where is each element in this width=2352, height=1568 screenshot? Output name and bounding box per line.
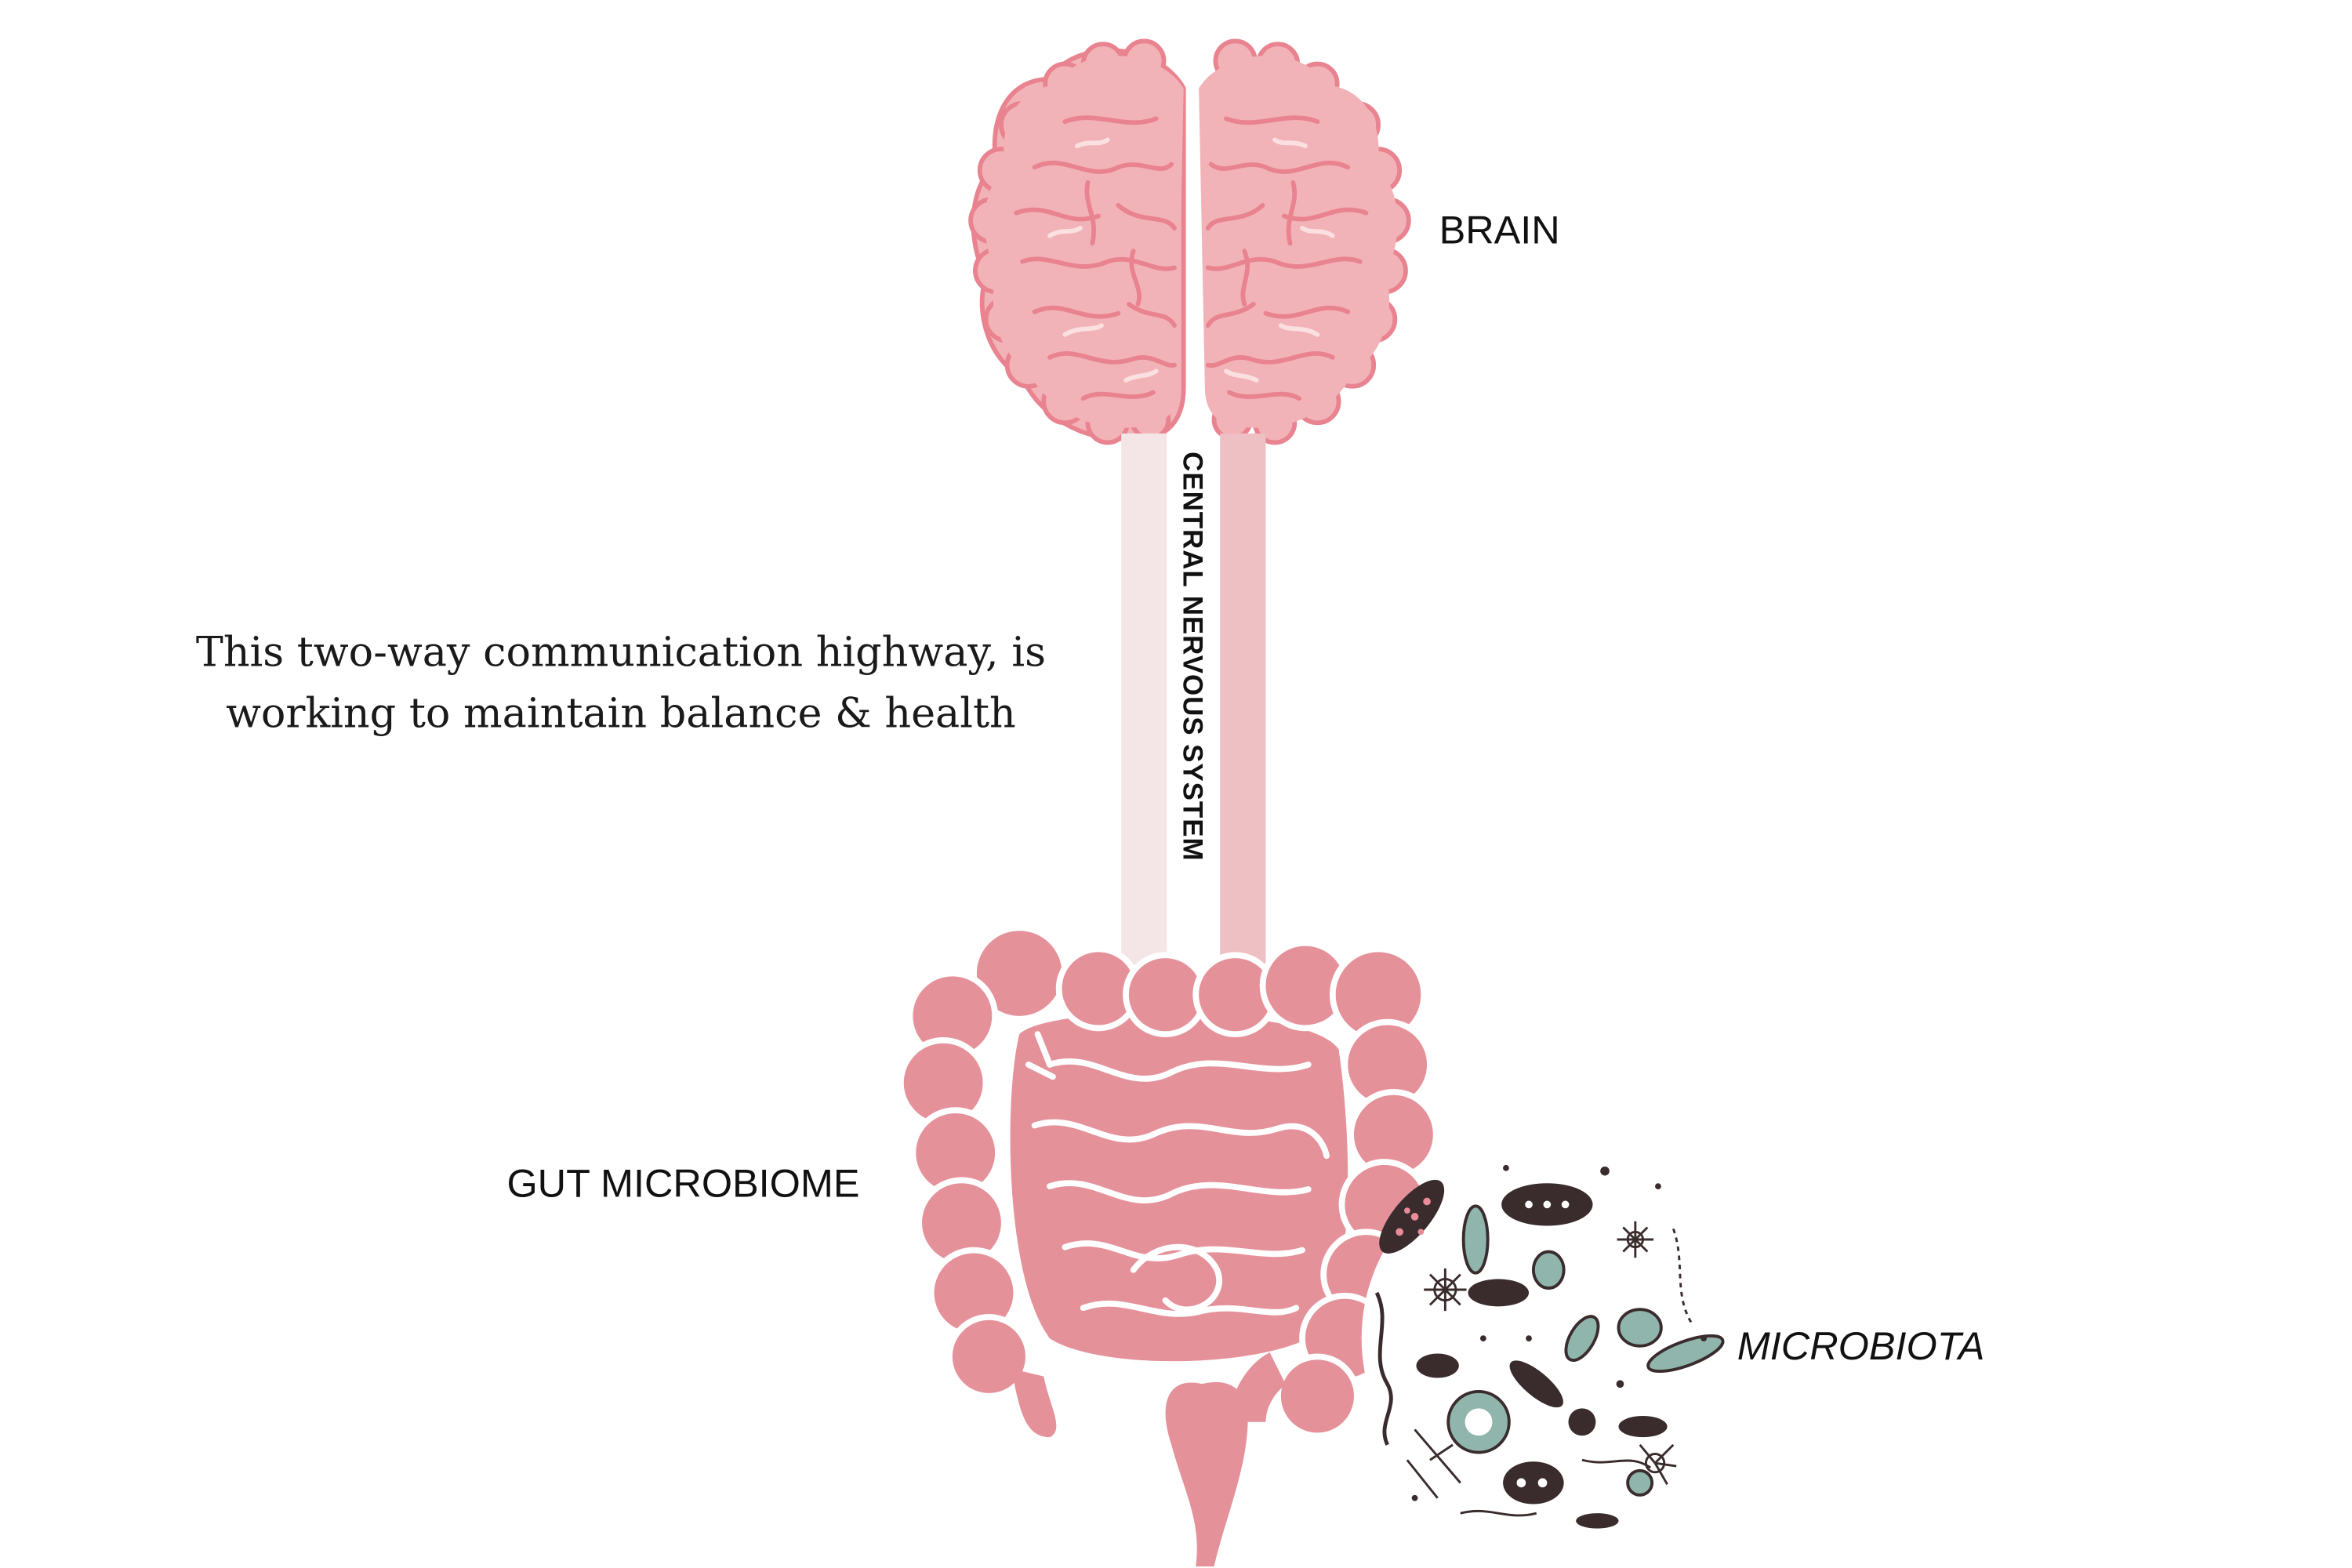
left-hemisphere xyxy=(968,38,1186,445)
central-nervous-system-columns xyxy=(1121,433,1266,982)
gut-illustration xyxy=(898,924,1439,1567)
caption-line-2: working to maintain balance & health xyxy=(226,689,1016,737)
brain-illustration xyxy=(968,38,1411,445)
cns-column-right xyxy=(1220,433,1266,982)
right-hemisphere xyxy=(1199,38,1411,445)
caption-line-1: This two-way communication highway, is xyxy=(196,629,1046,677)
appendix xyxy=(1011,1368,1057,1438)
microbiota-illustration xyxy=(1361,1156,1727,1529)
cns-column-left xyxy=(1121,433,1167,982)
cns-label: CENTRAL NERVOUS SYSTEM xyxy=(1178,452,1208,861)
brain-label: BRAIN xyxy=(1439,207,1560,252)
gut-microbiome-label: GUT MICROBIOME xyxy=(506,1161,859,1206)
rectum xyxy=(1165,1381,1248,1567)
microbiota-label: MICROBIOTA xyxy=(1737,1323,1985,1368)
